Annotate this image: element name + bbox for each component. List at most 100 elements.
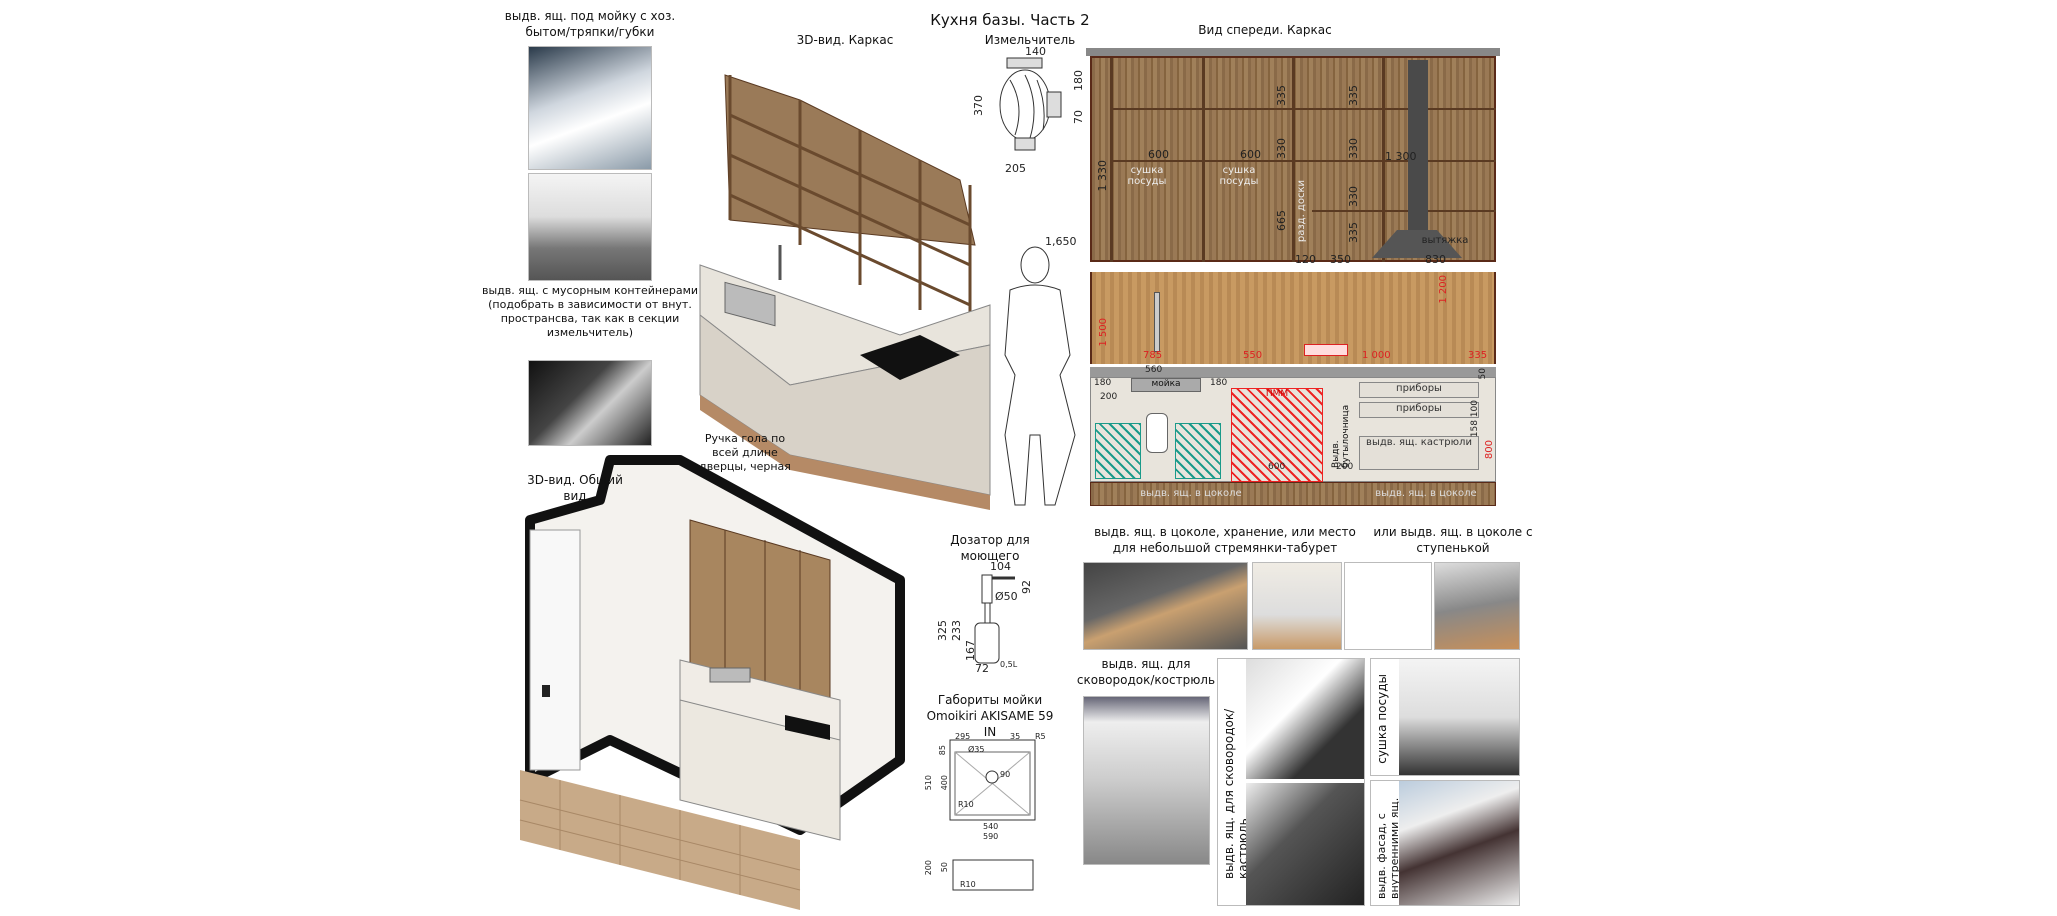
dim: 335 xyxy=(1275,85,1288,106)
dim: 180 xyxy=(1210,378,1228,388)
dim: 335 xyxy=(1468,350,1488,361)
dim: 600 xyxy=(1268,462,1286,472)
sink-spec-label: Габориты мойки Omoikiri AKISAME 59 IN xyxy=(926,693,1054,739)
dish-dryer-label: сушка посуды xyxy=(1219,165,1259,187)
plinth: выдв. ящ. в цоколе выдв. ящ. в цоколе xyxy=(1090,482,1496,506)
caption-sink-drawer: выдв. ящ. под мойку с хоз. бытом/тряпки/… xyxy=(504,9,676,39)
dim: 70 xyxy=(1072,110,1085,124)
dispenser-drawing xyxy=(974,574,1015,664)
drawer-pots: выдв. ящ. кастрюли xyxy=(1359,436,1479,470)
dim: 590 xyxy=(983,832,999,841)
dim: Ø50 xyxy=(995,590,1018,603)
dim: 1 500 xyxy=(1098,318,1109,347)
plinth-drawer-label: выдв. ящ. в цоколе xyxy=(1140,488,1242,499)
handle-note: Ручка гола по всей длине дверцы, черная xyxy=(699,432,791,473)
dim: 200 xyxy=(1336,462,1354,472)
dim: 550 xyxy=(1243,350,1263,361)
bottle-holder-label: Выдв. бутылочница xyxy=(1331,404,1351,468)
dim: 50 xyxy=(940,862,949,873)
photo-sink-drawer xyxy=(528,46,652,170)
dim: 180 xyxy=(1072,70,1085,91)
photo-pull-out-rack xyxy=(1083,696,1210,865)
backsplash xyxy=(1090,272,1496,364)
photo-pans-drawer xyxy=(1246,659,1364,779)
dim: 0,5L xyxy=(1000,660,1018,669)
dim: 370 xyxy=(972,95,985,116)
dishwasher-zone: ПММ xyxy=(1231,388,1323,482)
faucet-icon xyxy=(1154,292,1160,352)
person-figure xyxy=(1004,246,1076,506)
dim: 350 xyxy=(1330,253,1351,266)
general3d-drawing xyxy=(519,455,905,910)
dispenser-label: Дозатор для моющего xyxy=(950,533,1030,563)
dim: 295 xyxy=(955,732,971,741)
dim: 1 000 xyxy=(1362,350,1391,361)
drawer-cutlery: приборы xyxy=(1359,402,1479,418)
plinth-caption: выдв. ящ. в цоколе, хранение, или место … xyxy=(1094,525,1356,555)
general3d-label: 3D-вид. Общий вид xyxy=(527,473,623,503)
caption-trash-drawer: выдв. ящ. с мусорным контейнерами (подоб… xyxy=(481,284,699,339)
drawer-cutlery: приборы xyxy=(1359,382,1479,398)
trash-bin-zone xyxy=(1175,423,1221,479)
person-height: 1,650 xyxy=(1045,235,1077,248)
photo-dish-dryer xyxy=(1399,659,1519,775)
countertop xyxy=(1090,367,1496,377)
page-title: Кухня базы. Часть 2 xyxy=(930,11,1090,29)
dish-dryer-panel: сушка посуды xyxy=(1370,658,1520,776)
dim: 335 xyxy=(1347,222,1360,243)
dim: 510 xyxy=(924,775,933,791)
dim: 325 xyxy=(936,620,949,641)
dim: 92 xyxy=(1020,580,1033,594)
dim: 560 xyxy=(1145,365,1163,375)
dim: 830 xyxy=(1425,253,1446,266)
dim: 167 xyxy=(964,640,977,661)
photo-trash-bins xyxy=(528,360,652,446)
dim: 1 200 xyxy=(1438,275,1449,304)
dim: 158 xyxy=(1470,420,1480,438)
photo-plinth-drawer xyxy=(1083,562,1248,650)
facade-vertical-label: выдв. фасад, с внутренними ящ. xyxy=(1375,797,1401,899)
dim: R10 xyxy=(958,800,974,809)
dim: 1 300 xyxy=(1385,150,1417,163)
dim: 335 xyxy=(1347,85,1360,106)
dim: 600 xyxy=(1240,148,1261,161)
shredder-drawing xyxy=(999,57,1062,151)
dim: 600 xyxy=(1148,148,1169,161)
photo-stool-drawing xyxy=(1344,562,1432,650)
dim: 104 xyxy=(990,560,1011,573)
trash-bin-zone xyxy=(1095,423,1141,479)
photo-step-stool xyxy=(1252,562,1342,650)
dim: 330 xyxy=(1347,138,1360,159)
dim: 140 xyxy=(1025,45,1046,58)
boards-label: разд. доски xyxy=(1296,180,1307,243)
dim: 205 xyxy=(1005,162,1026,175)
socket-block-icon xyxy=(1304,344,1348,356)
dim: 785 xyxy=(1143,350,1163,361)
dim: 200 xyxy=(924,860,933,876)
dim: 120 xyxy=(1295,253,1316,266)
shredder-label: Измельчитель xyxy=(984,33,1076,47)
photo-step-drawer xyxy=(1434,562,1520,650)
dim: Ø35 xyxy=(968,745,985,754)
pans-caption: выдв. ящ. для сковородок/кострюль xyxy=(1076,657,1216,687)
dim: 330 xyxy=(1275,138,1288,159)
dim: 180 xyxy=(1094,378,1112,388)
dish-dryer-label: сушка посуды xyxy=(1127,165,1167,187)
hood-label: вытяжка xyxy=(1421,235,1469,246)
dish-dryer-vertical-label: сушка посуды xyxy=(1375,674,1389,764)
hood-chimney xyxy=(1408,60,1428,230)
photo-inner-drawers xyxy=(1399,781,1519,905)
sink-spec-drawing xyxy=(949,739,1036,891)
pans-panel: выдв. ящ. для сковородок/кастрюль xyxy=(1217,658,1365,906)
frame3d-label: 3D-вид. Каркас xyxy=(796,33,894,47)
dim: 35 xyxy=(1010,732,1021,741)
dim: 1 330 xyxy=(1096,160,1109,192)
dim: 72 xyxy=(975,662,989,675)
dim: 50 xyxy=(1478,368,1488,380)
photo-pans-rack xyxy=(1246,783,1364,905)
ceiling-rail xyxy=(1086,48,1500,56)
hood-icon xyxy=(1372,230,1462,258)
shredder-icon xyxy=(1146,413,1168,453)
dim: 85 xyxy=(938,745,947,756)
dim: 90 xyxy=(1000,770,1011,779)
